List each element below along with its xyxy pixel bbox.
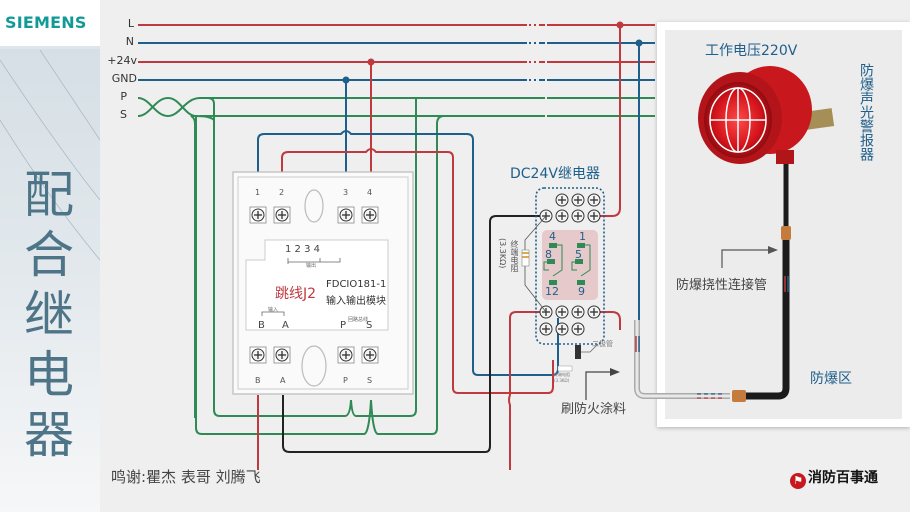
fire-extinguisher-logo-icon: ⚑ [790,473,806,489]
loop-label: 回路总线 [348,317,369,323]
relay-title: DC24V继电器 [510,166,600,182]
bus-label-N: N [125,35,134,48]
sidebar: SIEMENS 配 合 继 电 器 [0,0,100,512]
input-A-label: A [282,320,289,331]
siemens-logo: SIEMENS [5,13,87,32]
bus-label-S: S [120,108,127,121]
bus-label-GND: GND [111,72,137,85]
decorative-arcs [0,49,100,261]
tap-wires [257,21,643,470]
small-resistor-label: 终端电阻(3.3KΩ) [554,372,570,383]
loop-P-label: P [340,320,347,331]
output-label: 输出 [306,263,317,269]
relay-pin-9: 9 [578,285,585,298]
brand-header: SIEMENS [0,0,100,46]
brand-divider [0,46,100,49]
voltage-label: 工作电压220V [705,43,798,59]
terminal-S-label: S [367,376,373,385]
bus-label-24v: +24v [107,54,137,67]
relay-pin-4: 4 [549,230,556,243]
relay-pin-12: 12 [545,285,559,298]
module-description: 输入输出模块 [326,296,386,307]
alarm-device-label: 防爆声光警报器 [858,63,874,161]
credits: 鸣谢:瞿杰 表哥 刘腾飞 [111,468,261,486]
bus-label-L: L [127,17,134,30]
input-B-label: B [258,320,265,331]
conduit [634,160,791,402]
bus-label-P: P [120,90,127,103]
terminal-B-label: B [255,376,261,385]
output-pins-label: 1 2 3 4 [285,244,320,255]
zone-label: 防爆区 [810,371,852,387]
loop-S-label: S [366,320,373,331]
terminal-resistor-label: 终端电阻 [510,240,519,272]
terminal-1-label: 1 [255,188,261,197]
terminal-A-label: A [280,376,286,385]
relay [521,187,620,400]
relay-pin-8: 8 [545,248,552,261]
bus-lines [137,20,655,121]
terminal-4-label: 4 [367,188,373,197]
conduit-label: 防爆挠性连接管 [676,278,768,293]
explosion-proof-alarm-image [698,66,835,164]
fire-coating-label: 刷防火涂料 [561,402,627,417]
module-model: FDCIO181-1 [326,279,387,290]
diode-label: 二极管 [592,340,613,348]
terminal-3-label: 3 [343,188,349,197]
terminal-resistor-value: (3.3KΩ) [498,238,507,269]
relay-pin-1: 1 [579,230,586,243]
jumper-label: 跳线J2 [275,286,317,302]
relay-pin-5: 5 [575,248,582,261]
footer-logo: ⚑消防百事通 [790,467,878,489]
io-module [232,171,414,395]
input-label: 输入 [268,307,279,313]
terminal-2-label: 2 [279,188,285,197]
side-title: 配 合 继 电 器 [24,166,74,464]
loop-wires [190,97,540,435]
terminal-P-label: P [343,376,348,385]
